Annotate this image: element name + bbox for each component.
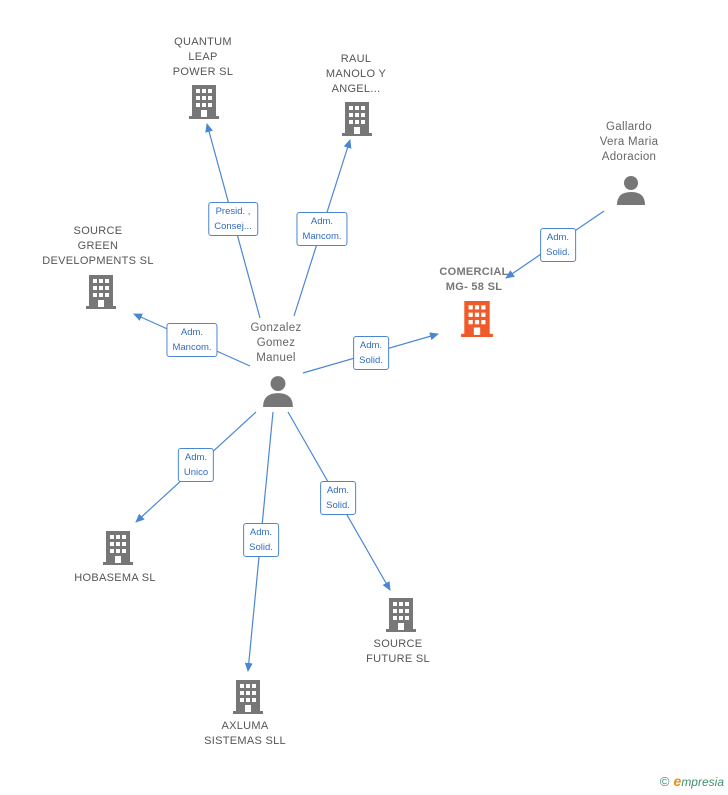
brand-footer: © empresia — [660, 773, 724, 789]
node-label-gallardo[interactable]: Gallardo Vera Maria Adoracion — [599, 121, 659, 163]
person-icon[interactable] — [616, 175, 646, 205]
node-label-gonzalez[interactable]: Gonzalez Gomez Manuel — [250, 322, 302, 364]
node-label-comercial[interactable]: COMERCIAL MG- 58 SL — [439, 266, 509, 293]
node-label-source-green[interactable]: SOURCE GREEN DEVELOPMENTS SL — [42, 225, 154, 267]
node-label-source-future[interactable]: SOURCE FUTURE SL — [366, 638, 430, 665]
building-icon[interactable] — [86, 275, 116, 309]
edge-label-source-future[interactable]: Adm. Solid. — [320, 481, 356, 515]
building-icon[interactable] — [342, 102, 372, 136]
copyright-symbol: © — [659, 773, 670, 789]
edge-lines — [133, 123, 605, 672]
building-icon[interactable] — [386, 598, 416, 632]
edge-label-quantum[interactable]: Presid. , Consej... — [208, 202, 258, 236]
node-label-raul[interactable]: RAUL MANOLO Y ANGEL... — [325, 53, 387, 95]
edge-label-source-green[interactable]: Adm. Mancom. — [166, 323, 218, 357]
node-label-hobasema[interactable]: HOBASEMA SL — [74, 572, 156, 584]
building-icon[interactable] — [189, 85, 219, 119]
building-icon[interactable] — [233, 680, 263, 714]
node-label-quantum[interactable]: QUANTUM LEAP POWER SL — [172, 36, 234, 78]
edge-label-comercial[interactable]: Adm. Solid. — [353, 336, 389, 370]
building-icon[interactable] — [461, 301, 493, 337]
edge-label-axluma[interactable]: Adm. Solid. — [243, 523, 279, 557]
node-label-axluma[interactable]: AXLUMA SISTEMAS SLL — [204, 720, 286, 747]
edge-label-raul[interactable]: Adm. Mancom. — [296, 212, 348, 246]
edge-label-hobasema[interactable]: Adm. Unico — [177, 448, 215, 482]
brand-logo: empresia — [673, 773, 724, 789]
edge-label-gallardo[interactable]: Adm. Solid. — [540, 228, 576, 262]
building-icon[interactable] — [103, 531, 133, 565]
person-icon[interactable] — [262, 375, 294, 407]
